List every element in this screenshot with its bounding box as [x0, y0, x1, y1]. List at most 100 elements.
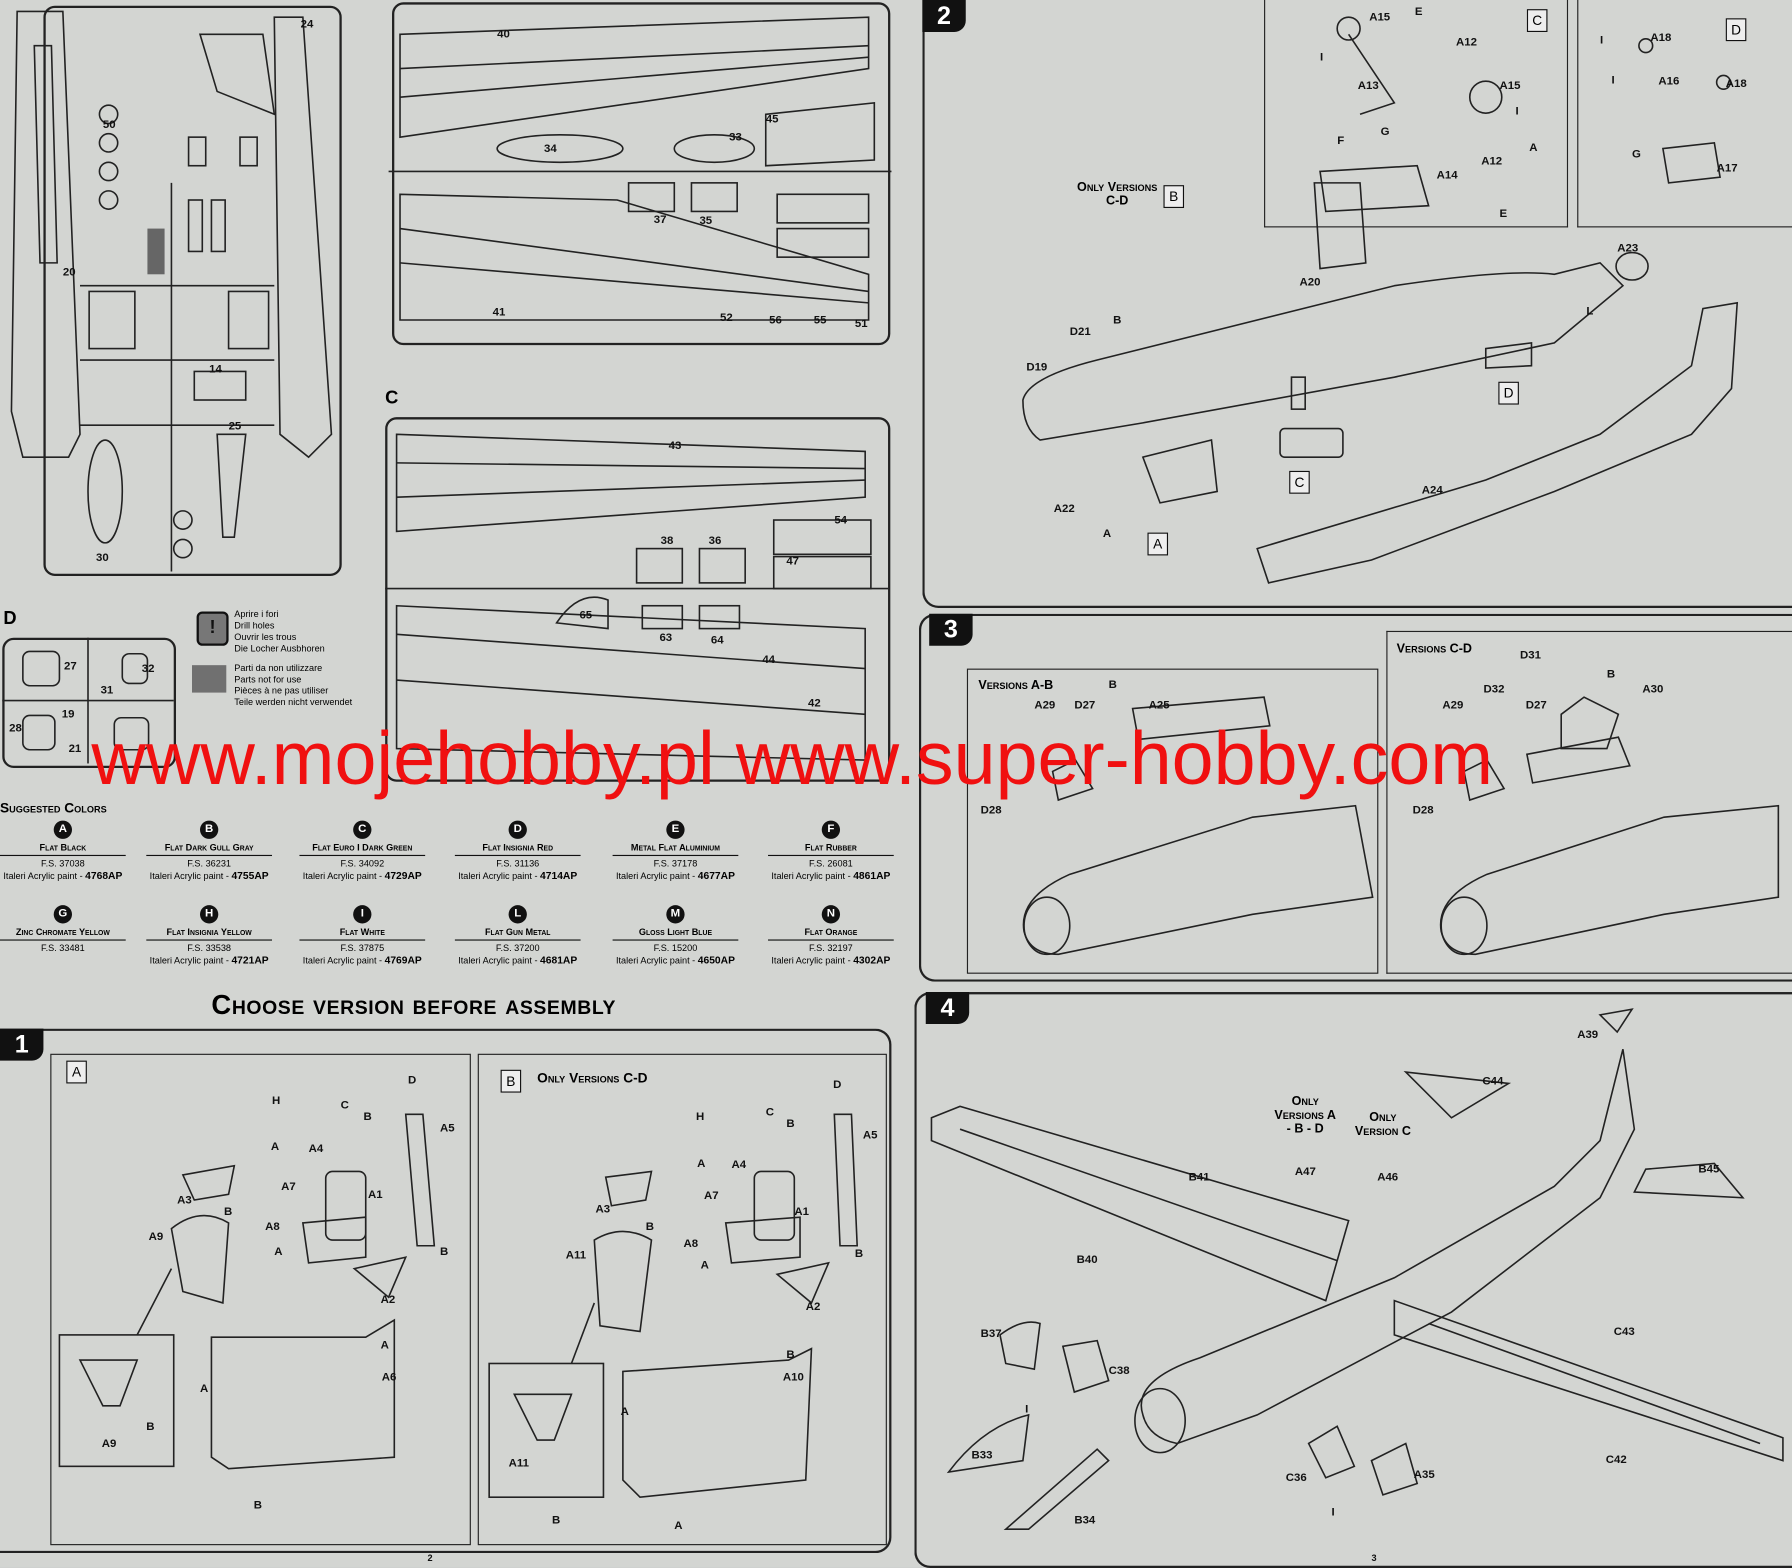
fs-code: F.S. 15200 — [653, 942, 698, 954]
not-used-swatch — [192, 665, 227, 693]
step-4-drawing — [930, 1008, 1784, 1531]
part-label: A25 — [1148, 699, 1170, 713]
part-label: A8 — [683, 1237, 699, 1251]
part-label: A18 — [1650, 32, 1672, 45]
part-label: A — [274, 1245, 283, 1259]
part-label: A9 — [148, 1230, 164, 1244]
step-number: 2 — [922, 0, 966, 33]
part-label: 56 — [769, 314, 782, 327]
italeri-code-value: 4681AP — [540, 954, 578, 966]
part-label: C43 — [1613, 1325, 1635, 1339]
part-label: 52 — [720, 312, 733, 325]
part-label: A5 — [862, 1129, 878, 1142]
sprue-c-drawing — [385, 433, 889, 761]
part-label: B — [440, 1245, 449, 1259]
callout-d-label: D — [1498, 381, 1519, 405]
part-label: A — [1529, 141, 1538, 155]
color-letter-badge: H — [200, 905, 219, 924]
part-label: A46 — [1377, 1171, 1399, 1185]
fs-code: F.S. 32197 — [809, 942, 853, 954]
callout-a-label: A — [1147, 532, 1169, 556]
part-label: A20 — [1299, 276, 1321, 290]
part-label: 45 — [765, 113, 779, 126]
italeri-label: Italeri Acrylic paint - — [302, 870, 385, 882]
part-label: A4 — [731, 1158, 747, 1172]
fs-code: F.S. 33538 — [187, 942, 232, 954]
step-3ab-panel — [966, 668, 1379, 974]
part-label: A47 — [1294, 1165, 1316, 1179]
part-label: B — [786, 1348, 795, 1362]
detail-d-label: D — [1725, 18, 1747, 42]
page-number-right: 3 — [1371, 1553, 1377, 1564]
italeri-label: Italeri Acrylic paint - — [458, 955, 541, 966]
color-name: Gloss Light Blue — [612, 927, 739, 941]
italeri-label: Italeri Acrylic paint - — [771, 955, 854, 966]
color-letter-badge: F — [821, 820, 841, 839]
choose-version-title: Choose version before assembly — [211, 989, 617, 1021]
part-label: 34 — [544, 142, 557, 156]
italeri-code: Italeri Acrylic paint - 4302AP — [768, 954, 894, 967]
fs-code: F.S. 37038 — [41, 858, 85, 869]
part-label: 32 — [141, 662, 155, 676]
part-label: H — [696, 1110, 705, 1124]
part-label: C44 — [1482, 1075, 1504, 1089]
part-label: 41 — [492, 306, 506, 319]
italeri-code-value: 4714AP — [540, 869, 578, 882]
part-label: 30 — [96, 552, 109, 565]
sprue-d-label: D — [3, 609, 17, 629]
fs-code: F.S. 37178 — [653, 858, 698, 869]
part-label: A — [200, 1382, 209, 1396]
part-label: B — [552, 1514, 561, 1527]
italeri-code-value: 4729AP — [384, 869, 422, 882]
part-label: B — [146, 1420, 155, 1434]
part-label: D19 — [1026, 361, 1048, 374]
part-label: D — [408, 1074, 417, 1087]
italeri-code: Italeri Acrylic paint - 4681AP — [455, 954, 581, 967]
part-label: I — [1320, 51, 1324, 65]
only-versions-abd-caption: Only Versions A - B - D — [1274, 1094, 1337, 1137]
only-versions-caption: Only Versions C-D — [537, 1069, 648, 1086]
color-name: Flat Orange — [768, 927, 894, 941]
part-label: A5 — [440, 1122, 455, 1135]
italeri-code: Italeri Acrylic paint - 4714AP — [455, 870, 581, 883]
part-label: A2 — [805, 1300, 821, 1314]
detail-c-label: C — [1526, 9, 1548, 33]
part-label: 37 — [653, 213, 667, 227]
part-label: 38 — [660, 534, 674, 548]
step-1-drawing — [58, 1113, 859, 1499]
part-label: H — [272, 1094, 281, 1108]
part-label: D27 — [1525, 699, 1547, 713]
legend-line: Die Locher Ausbhoren — [234, 643, 325, 654]
part-label: E — [1499, 208, 1508, 221]
part-label: A3 — [595, 1203, 611, 1217]
italeri-code: Italeri Acrylic paint - 4650AP — [613, 954, 739, 967]
part-label: A16 — [1658, 75, 1680, 89]
part-label: 27 — [64, 660, 77, 674]
color-name: Flat Black — [0, 842, 126, 857]
sprue-c-label: C — [385, 388, 399, 409]
step-2-box — [922, 0, 1792, 609]
colors-title: Suggested Colors — [0, 800, 107, 817]
part-label: D28 — [980, 804, 1002, 818]
legend-line: Aprire i fori — [234, 609, 279, 620]
legend-line: Ouvrir les trous — [234, 632, 297, 643]
sprue-d-drawing — [2, 637, 174, 764]
color-name: Flat Euro I Dark Green — [299, 842, 426, 857]
italeri-code: Italeri Acrylic paint - 4861AP — [768, 870, 894, 883]
part-label: I — [1331, 1506, 1335, 1519]
part-label: F — [1337, 134, 1345, 148]
part-label: A6 — [381, 1371, 397, 1385]
sprue-frame-d — [2, 637, 177, 769]
part-label: A7 — [704, 1189, 719, 1203]
italeri-code-value: 4677AP — [697, 869, 735, 882]
part-label: D31 — [1520, 649, 1542, 662]
part-label: I — [1025, 1403, 1029, 1417]
part-label: A — [1102, 528, 1112, 541]
part-label: A11 — [565, 1249, 587, 1262]
part-label: 64 — [710, 634, 724, 647]
